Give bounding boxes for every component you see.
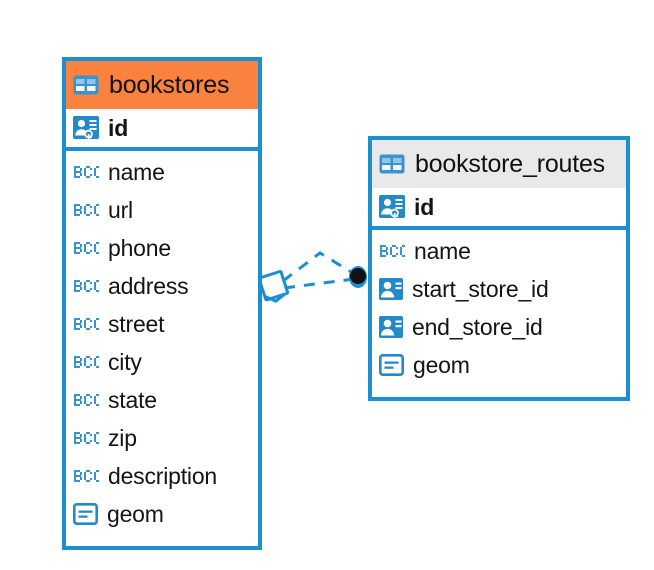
field-label: url bbox=[108, 196, 133, 223]
field-label: street bbox=[108, 310, 165, 337]
field-label: geom bbox=[413, 351, 470, 378]
entity-bookstore-routes[interactable]: bookstore_routes bbox=[368, 136, 630, 401]
field-label: state bbox=[108, 386, 157, 413]
primary-key-icon bbox=[379, 194, 405, 220]
geometry-icon bbox=[72, 502, 98, 525]
field-row-state[interactable]: state bbox=[66, 381, 258, 419]
field-label: start_store_id bbox=[412, 275, 549, 302]
field-label: zip bbox=[108, 424, 137, 451]
field-row-url[interactable]: url bbox=[66, 191, 258, 229]
field-label: description bbox=[108, 462, 218, 489]
field-row-start-store-id[interactable]: start_store_id bbox=[372, 270, 626, 308]
abc-text-icon bbox=[73, 316, 99, 332]
field-label: city bbox=[108, 348, 142, 375]
field-label: address bbox=[108, 272, 189, 299]
primary-key-icon bbox=[73, 115, 99, 141]
field-label: end_store_id bbox=[412, 313, 543, 340]
relationship-target-dot bbox=[349, 266, 367, 288]
field-row-name[interactable]: name bbox=[372, 232, 626, 270]
field-row-city[interactable]: city bbox=[66, 343, 258, 381]
field-row-zip[interactable]: zip bbox=[66, 419, 258, 457]
field-row-geom[interactable]: geom bbox=[66, 495, 258, 533]
field-label: id bbox=[108, 114, 129, 141]
field-label: phone bbox=[108, 234, 171, 261]
field-row-id[interactable]: id bbox=[66, 109, 258, 147]
entity-header-bookstore-routes: bookstore_routes bbox=[372, 140, 626, 188]
field-label: name bbox=[108, 158, 165, 185]
primary-key-section: id bbox=[372, 188, 626, 230]
abc-text-icon bbox=[73, 164, 99, 180]
field-label: id bbox=[414, 193, 435, 220]
field-row-geom[interactable]: geom bbox=[372, 346, 626, 384]
abc-text-icon bbox=[73, 202, 99, 218]
table-icon bbox=[379, 154, 405, 174]
abc-text-icon bbox=[73, 278, 99, 294]
abc-text-icon bbox=[73, 468, 99, 484]
abc-text-icon bbox=[379, 243, 405, 259]
foreign-key-icon bbox=[379, 277, 403, 301]
field-row-address[interactable]: address bbox=[66, 267, 258, 305]
abc-text-icon bbox=[73, 240, 99, 256]
field-row-street[interactable]: street bbox=[66, 305, 258, 343]
field-row-end-store-id[interactable]: end_store_id bbox=[372, 308, 626, 346]
field-row-phone[interactable]: phone bbox=[66, 229, 258, 267]
relationship-line-upper bbox=[282, 251, 357, 283]
field-row-name[interactable]: name bbox=[66, 153, 258, 191]
abc-text-icon bbox=[73, 430, 99, 446]
abc-text-icon bbox=[73, 392, 99, 408]
table-icon bbox=[73, 75, 99, 95]
field-row-description[interactable]: description bbox=[66, 457, 258, 495]
entity-title: bookstores bbox=[109, 70, 230, 99]
entity-title: bookstore_routes bbox=[415, 149, 605, 178]
primary-key-section: id bbox=[66, 109, 258, 151]
relationship-source-diamond bbox=[257, 269, 290, 303]
relationship-dashed-lines bbox=[282, 251, 357, 290]
entity-header-bookstores: bookstores bbox=[66, 61, 258, 109]
field-label: geom bbox=[107, 500, 164, 527]
field-row-id[interactable]: id bbox=[372, 188, 626, 226]
entity-bookstores[interactable]: bookstores id bbox=[62, 57, 262, 550]
abc-text-icon bbox=[73, 354, 99, 370]
field-label: name bbox=[414, 237, 471, 264]
foreign-key-icon bbox=[379, 315, 403, 339]
fields-section: name bbox=[66, 151, 258, 537]
fields-section: name start_store_id bbox=[372, 230, 626, 388]
geometry-icon bbox=[378, 353, 404, 376]
relationship-line-lower bbox=[283, 277, 355, 290]
